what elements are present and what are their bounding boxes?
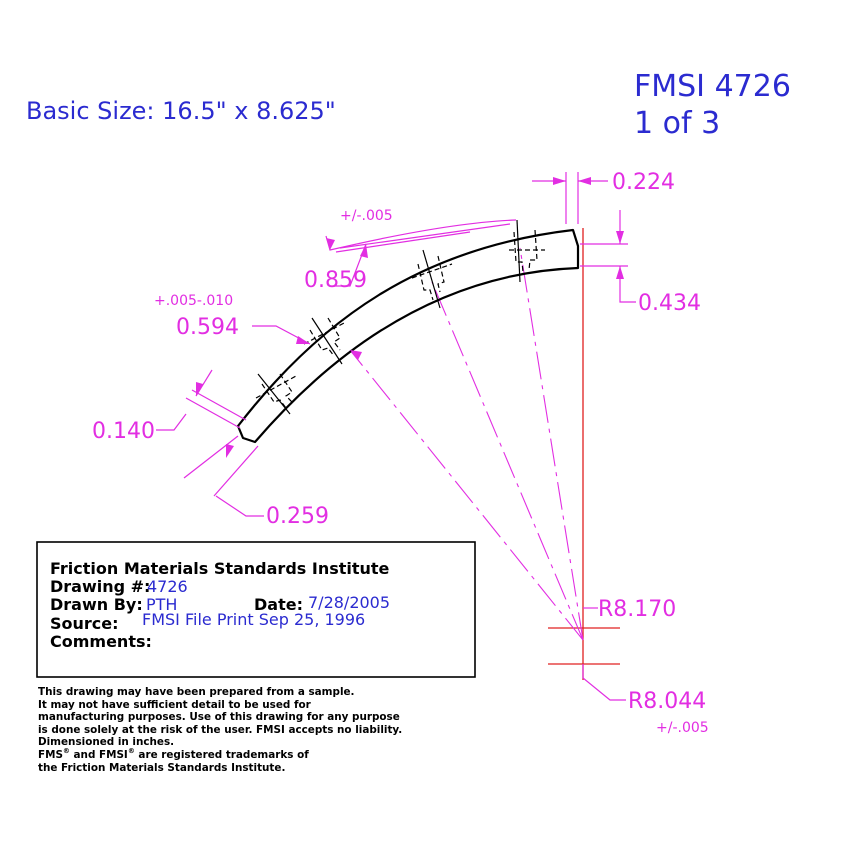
arrow-224-left xyxy=(553,177,566,185)
arrow-859 xyxy=(360,244,368,258)
sheet-number: 1 of 3 xyxy=(634,106,720,141)
arrow-594 xyxy=(296,336,310,344)
disclaimer-line: is done solely at the risk of the user. … xyxy=(38,723,403,736)
radius-line-1 xyxy=(349,349,584,641)
dim-r8044-leader xyxy=(582,664,626,701)
dim-radius-inner: R8.044 xyxy=(628,689,706,714)
slot-lower xyxy=(255,373,297,409)
title-source-value: FMSI File Print Sep 25, 1996 xyxy=(142,610,365,629)
title-org: Friction Materials Standards Institute xyxy=(50,559,390,578)
slot-middle xyxy=(303,317,347,357)
slot-upper-center xyxy=(422,249,441,309)
arrow-140 xyxy=(196,382,203,396)
slot-upper xyxy=(411,255,453,301)
dim-259-ext-2 xyxy=(213,445,259,497)
dimension-lines xyxy=(156,172,636,701)
fmsi-number: FMSI 4726 xyxy=(634,69,791,104)
dim-tolerance-slot: +.005-.010 xyxy=(154,293,233,309)
registered-mark: ® xyxy=(127,746,135,755)
dim-end-width: 0.259 xyxy=(266,504,329,529)
lining-outline xyxy=(236,228,580,444)
disclaimer-line: manufacturing purposes. Use of this draw… xyxy=(38,711,400,724)
dim-859-ext xyxy=(335,231,471,253)
trademark-and: and xyxy=(69,748,100,761)
slot-right-center xyxy=(516,219,521,283)
trademark-fmsi: FMSI xyxy=(99,748,128,761)
trademark-rest: are registered trademarks of xyxy=(134,748,309,761)
dim-259-leader xyxy=(215,495,264,517)
dim-radius-outer: R8.170 xyxy=(598,597,676,622)
title-drawing-value: 4726 xyxy=(147,577,188,596)
arrow-259 xyxy=(226,444,234,458)
dim-140-ext-2 xyxy=(191,389,247,421)
title-drawn-by-value: PTH xyxy=(146,595,177,614)
dim-259-ext-1 xyxy=(183,435,239,479)
title-drawn-by-label: Drawn By: xyxy=(50,595,143,614)
registered-mark: ® xyxy=(62,746,70,755)
arrow-radius-1 xyxy=(350,350,362,360)
dim-top-arc-line xyxy=(339,223,511,249)
disclaimer-line: This drawing may have been prepared from… xyxy=(38,686,355,698)
trademark-line: FMS® and FMSI® are registered trademarks… xyxy=(38,746,508,762)
title-block-frame xyxy=(36,541,476,678)
disclaimer: This drawing may have been prepared from… xyxy=(38,686,508,774)
dim-chamfer-left: 0.140 xyxy=(92,419,155,444)
dim-434-leader-bottom xyxy=(619,266,636,303)
disclaimer-line: It may not have sufficient detail to be … xyxy=(38,698,311,711)
title-drawing-label: Drawing #: xyxy=(50,577,150,596)
arrow-top-arc xyxy=(326,238,335,250)
dim-140-leader xyxy=(156,413,187,431)
arrow-224-right xyxy=(578,177,591,185)
disclaimer-line: Dimensioned in inches. xyxy=(38,736,175,749)
arrow-434-top xyxy=(616,231,624,244)
dim-top-gap: 0.224 xyxy=(612,170,675,195)
radius-line-3 xyxy=(519,247,584,641)
basic-size-label: Basic Size: 16.5" x 8.625" xyxy=(26,97,336,125)
disclaimer-line: the Friction Materials Standards Institu… xyxy=(38,761,286,774)
arrow-434-bottom xyxy=(616,266,624,279)
title-comments-label: Comments: xyxy=(50,632,152,651)
dim-859-leader xyxy=(330,243,367,287)
title-date-label: Date: xyxy=(254,595,303,614)
radius-line-2 xyxy=(431,281,584,641)
dim-tolerance-top: +/-.005 xyxy=(340,208,393,224)
dim-slot-width: 0.594 xyxy=(176,315,239,340)
slot-lower-center xyxy=(257,373,291,415)
title-source-label: Source: xyxy=(50,614,119,633)
trademark-fms: FMS xyxy=(38,748,63,761)
dim-140-ext-1 xyxy=(185,397,241,429)
dimension-arrows xyxy=(196,177,624,458)
slot-middle-center xyxy=(311,317,343,365)
dim-height-mid: 0.859 xyxy=(304,268,367,293)
dim-140-arrow-line xyxy=(195,369,213,397)
dim-end-height: 0.434 xyxy=(638,291,701,316)
dim-tolerance-radius: +/-.005 xyxy=(656,720,709,736)
radius-lines xyxy=(349,247,584,641)
title-date-value: 7/28/2005 xyxy=(308,593,390,612)
slot-details xyxy=(255,219,545,415)
